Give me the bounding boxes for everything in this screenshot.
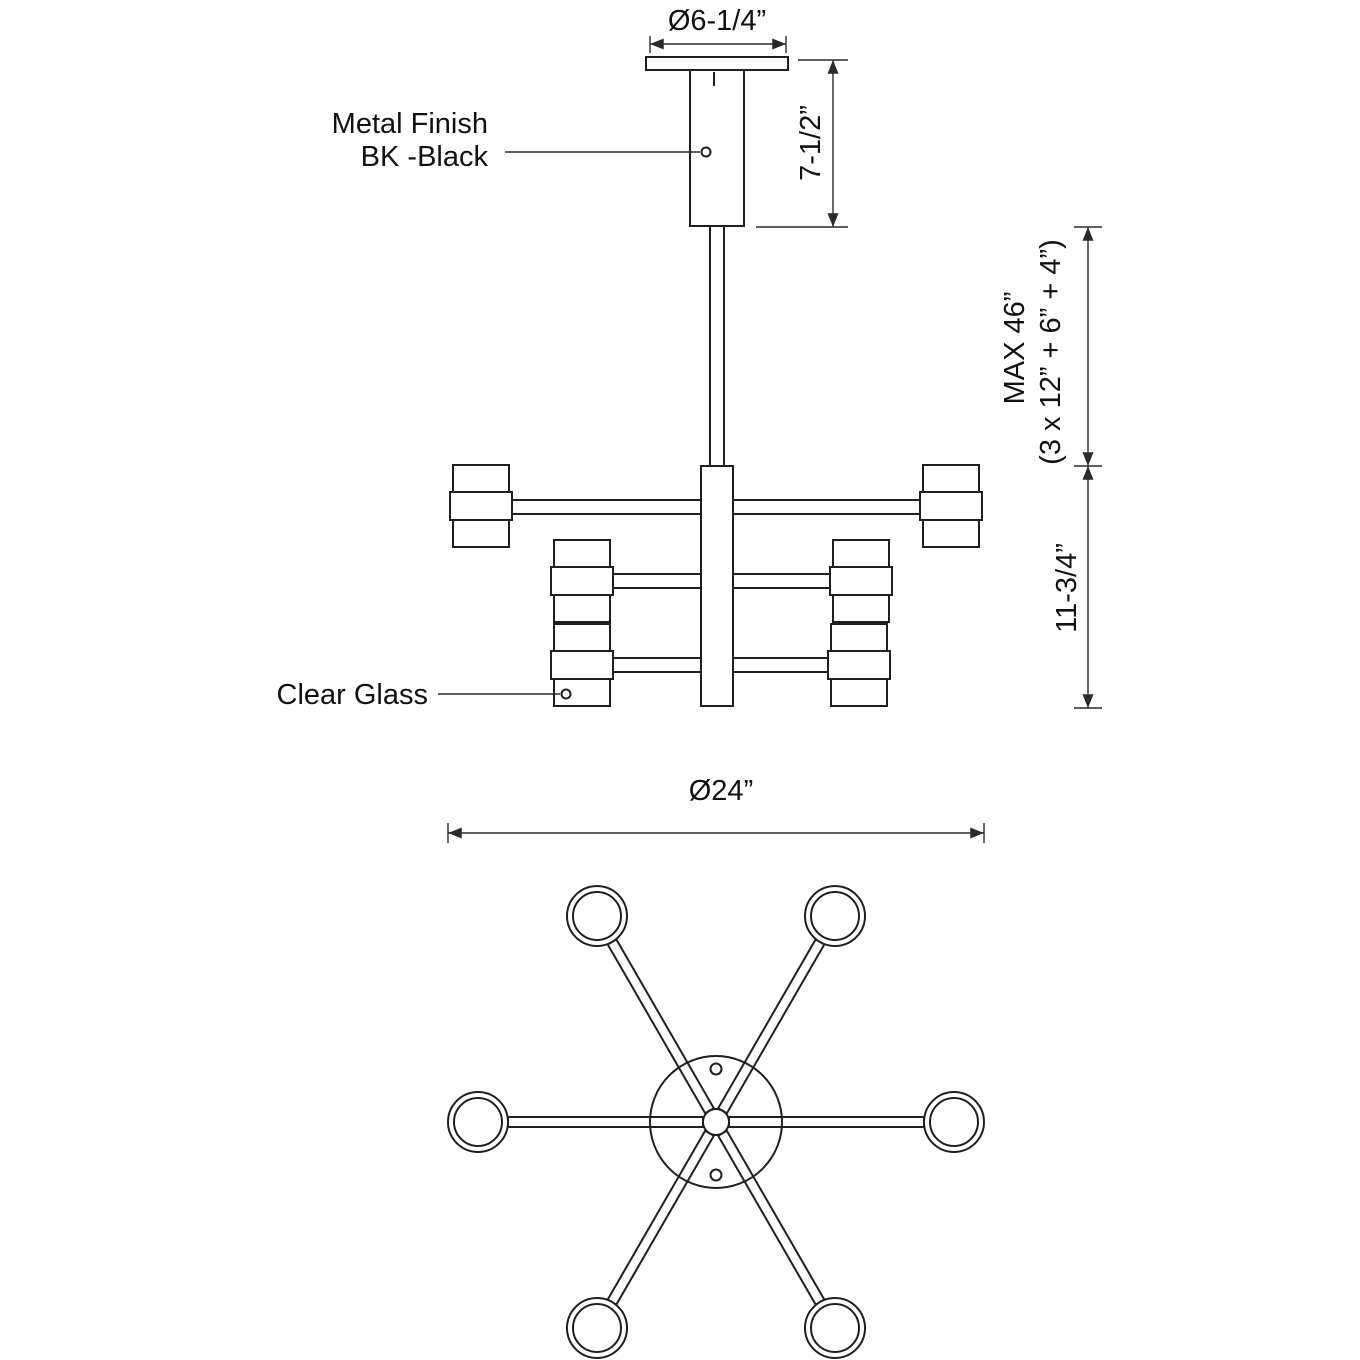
plan-view: Ø24” <box>447 775 985 1359</box>
glass-bottom <box>452 519 510 548</box>
glass-bottom <box>832 594 890 623</box>
arm-tier-bottom <box>613 657 828 673</box>
metal-finish-label-line2: BK -Black <box>361 141 489 173</box>
metal-band <box>829 566 893 596</box>
plan-center-stem-circle <box>702 1108 730 1136</box>
hanging-stem <box>709 225 725 467</box>
metal-band <box>550 650 614 680</box>
light-top-left <box>449 464 513 548</box>
glass-bottom <box>830 678 888 707</box>
canopy-body <box>689 69 745 227</box>
plan-arm-right <box>728 1116 925 1128</box>
max-height-label: MAX 46” <box>999 292 1031 405</box>
plan-hub-circle <box>649 1055 783 1189</box>
plan-arm-left <box>507 1116 704 1128</box>
plan-light-upper-left <box>566 885 628 947</box>
set-screw <box>700 146 712 158</box>
glass-top <box>832 539 890 568</box>
metal-band <box>449 491 513 521</box>
glass-top <box>922 464 980 493</box>
glass-bottom <box>922 519 980 548</box>
glass-bottom <box>553 678 611 707</box>
canopy-diameter-label: Ø6-1/4” <box>668 5 766 37</box>
plan-light-lower-right <box>804 1297 866 1359</box>
plan-light-right <box>923 1091 985 1153</box>
canopy-plate <box>645 56 789 71</box>
plan-light-lower-left <box>566 1297 628 1359</box>
metal-band <box>550 566 614 596</box>
plan-mounting-hole-bottom <box>709 1168 723 1182</box>
center-column <box>700 465 734 707</box>
metal-band <box>919 491 983 521</box>
glass-top <box>553 539 611 568</box>
plan-light-upper-right <box>804 885 866 947</box>
glass-top <box>452 464 510 493</box>
light-bottom-right <box>827 623 891 707</box>
max-height-formula-label: (3 x 12” + 6” + 4”) <box>1035 239 1067 465</box>
side-view: Ø6-1/4” Metal Finish BK -Black 7-1/2” <box>277 5 1102 711</box>
metal-band <box>827 650 891 680</box>
plan-mounting-hole-top <box>709 1062 723 1076</box>
light-middle-right <box>829 539 893 623</box>
clear-glass-target-dot <box>560 688 572 700</box>
light-middle-left <box>550 539 614 623</box>
arm-tier-top <box>512 499 920 515</box>
metal-finish-label-line1: Metal Finish <box>332 108 488 140</box>
glass-top <box>553 623 611 652</box>
arm-tier-middle <box>613 573 830 589</box>
plan-light-left <box>447 1091 509 1153</box>
glass-top <box>830 623 888 652</box>
fixture-diameter-label: Ø24” <box>689 775 753 807</box>
body-height-label: 11-3/4” <box>1051 543 1083 633</box>
glass-bottom <box>553 594 611 623</box>
light-bottom-left <box>550 623 614 707</box>
clear-glass-label: Clear Glass <box>277 679 429 711</box>
canopy-height-label: 7-1/2” <box>795 105 827 181</box>
light-top-right <box>919 464 983 548</box>
